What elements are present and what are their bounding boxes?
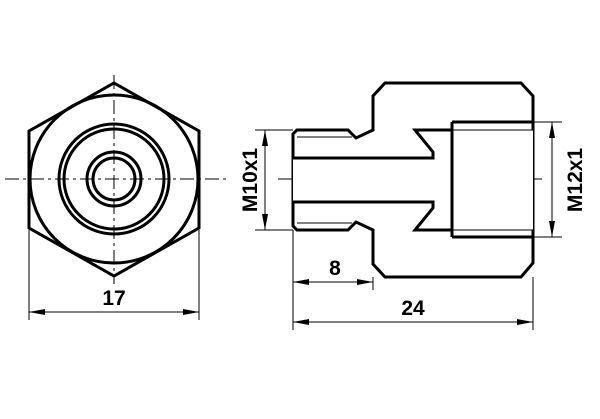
inner-thread-circle <box>91 156 137 202</box>
dim-label-total-length: 24 <box>401 297 425 320</box>
outer-bore-circle <box>57 122 171 236</box>
outer-thread-circle <box>62 127 166 231</box>
dim-label-shoulder: 8 <box>329 257 341 280</box>
bore-outline <box>293 128 452 232</box>
hex-outline <box>27 81 201 278</box>
right-thread-major <box>452 120 533 239</box>
dim-label-width: 17 <box>102 287 125 310</box>
right-thread-minor <box>452 129 533 231</box>
section-view <box>291 81 535 279</box>
body-section-outline <box>291 81 535 279</box>
bore-cavity <box>293 130 533 230</box>
front-view-hex-nut <box>27 81 201 278</box>
inner-bore-circle <box>85 150 143 208</box>
dim-label-left-thread: M10x1 <box>239 148 262 213</box>
dim-label-right-thread: M12x1 <box>564 148 587 213</box>
dimensions: 17 M10x1 M12x1 8 24 <box>28 121 587 330</box>
left-thread-minor <box>297 136 352 224</box>
chamfer-circle <box>28 93 200 265</box>
